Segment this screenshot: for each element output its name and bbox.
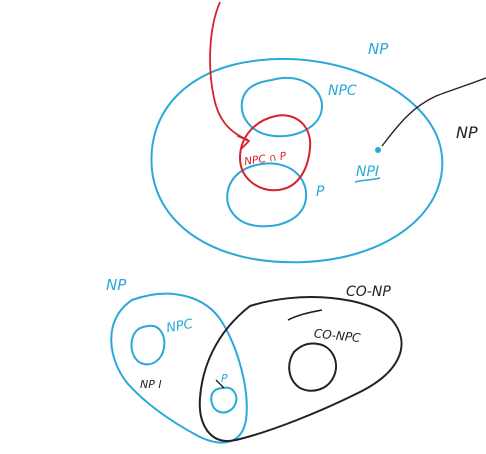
red-arrow-head (237, 135, 250, 150)
np-outer-oval (150, 58, 444, 264)
lower-npc-label: NPC (165, 317, 195, 337)
conpc-label: CO-NPC (313, 326, 362, 345)
upper-diagram: NP NPC P NPC ∩ P NPI NP (150, 1, 486, 264)
lower-npc-circle (130, 324, 166, 366)
lower-p-circle (210, 386, 238, 414)
npi-dot (375, 147, 381, 153)
lower-np-label: NP (106, 276, 127, 294)
lower-p-label: P (221, 372, 228, 385)
npi-pointer-line (381, 77, 486, 147)
right-edge-np-label: NP (456, 123, 478, 142)
npi-underline (354, 177, 381, 183)
lower-diagram: NP NPC NP I P CO-NP CO-NPC (106, 276, 403, 444)
np-label: NP (368, 40, 389, 58)
conpc-circle (288, 342, 337, 392)
lower-npi-label: NP I (140, 378, 162, 391)
npc-intersect-p-loop (238, 114, 312, 192)
p-oval (226, 162, 308, 228)
intersection-label: NPC ∩ P (244, 150, 288, 168)
red-arrow-line (209, 1, 249, 141)
p-pointer-stroke (215, 379, 225, 389)
npc-label: NPC (328, 83, 357, 99)
conp-label: CO-NP (346, 284, 391, 300)
p-label: P (316, 184, 325, 200)
npi-label: NPI (356, 164, 379, 180)
conp-blob (198, 296, 403, 442)
conp-doodle-stroke (287, 309, 323, 321)
npc-oval (240, 76, 324, 138)
lower-np-blob (110, 292, 248, 444)
